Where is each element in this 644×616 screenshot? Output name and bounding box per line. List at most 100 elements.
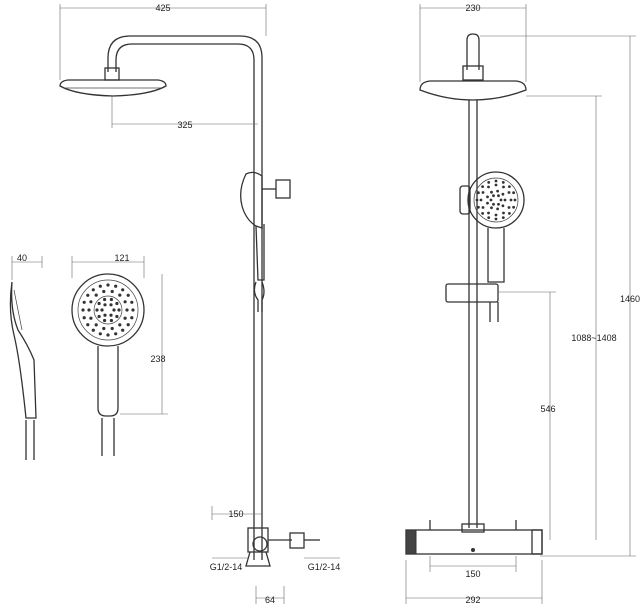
nozzle-dot [86,293,90,297]
dim-front-inlet-spacing: 150 [465,569,480,579]
nozzle-dot [89,300,93,304]
nozzle-dot [110,289,114,294]
nozzle-dot [497,202,500,206]
nozzle-dot [86,323,90,327]
nozzle-dot [91,288,95,292]
front-hand-head-outer [467,171,525,229]
nozzle-dot [486,201,489,205]
nozzle-dot [82,300,86,304]
nozzle-dot [94,293,98,297]
nozzle-dot [114,332,118,336]
nozzle-dot [115,301,119,306]
nozzle-dot [102,326,106,331]
dim-thread-right: G1/2-14 [308,562,341,572]
side-mixer-knob [252,536,268,552]
nozzle-dot [94,323,98,327]
nozzle-dot [109,303,113,307]
front-mixer-outlet [461,523,485,533]
dim-front-head-width: 230 [465,3,480,13]
nozzle-dot [481,212,484,215]
nozzle-dot [492,202,495,206]
hand-profile-body [9,281,37,419]
side-spout [245,551,271,567]
nozzle-dot [110,326,114,331]
front-top-pipe [466,33,480,70]
dim-front-holder-height: 546 [540,404,555,414]
nozzle-dot [502,185,505,189]
nozzle-dot [487,185,490,189]
front-mixer-left-knob [405,529,417,555]
nozzle-dot [123,300,127,304]
nozzle-dot [98,284,102,288]
nozzle-dot [490,206,493,210]
front-view-shower-system [405,33,543,555]
nozzle-dot [121,328,125,332]
side-overhead-arm [107,35,263,560]
nozzle-dot [112,308,116,312]
front-view-dimensions: 230 1460 1088~1408 546 150 292 [405,3,640,605]
front-hand-handle [487,228,505,283]
nozzle-dot [103,297,107,302]
nozzle-dot [499,198,503,202]
front-hand-head-inner [473,177,519,223]
nozzle-dot [496,189,499,193]
nozzle-dot [501,181,505,184]
nozzle-dot [126,293,130,297]
side-holder-knob [275,179,291,199]
nozzle-dot [509,198,513,202]
side-hand-shower-handle [255,224,265,281]
hand-profile-hose [25,420,35,460]
nozzle-dot [126,323,130,327]
nozzle-dot [100,308,104,312]
hand-front-handle [97,346,119,417]
dim-hand-thickness: 40 [17,253,27,263]
nozzle-dot [490,190,493,194]
nozzle-dot [503,198,507,202]
hand-front-head-inner [77,279,139,341]
nozzle-dot [494,217,498,221]
dim-thread-left: G1/2-14 [210,562,243,572]
nozzle-dot [508,212,511,215]
dim-mixer-connection-height: 150 [228,509,243,519]
nozzle-dot [502,211,505,215]
nozzle-dot [494,179,498,183]
side-hand-shower-head [240,171,263,229]
nozzle-dot [82,316,86,320]
nozzle-dot [487,181,491,184]
hand-shower-side-profile: 40 [9,253,43,460]
nozzle-dot [496,207,499,211]
nozzle-dot [497,194,500,198]
nozzle-dot [97,301,101,306]
nozzle-dot [115,314,119,319]
nozzle-dot [513,198,517,202]
nozzle-dot [87,308,91,312]
nozzle-dot [487,211,490,215]
nozzle-dot [501,192,505,196]
nozzle-dot [95,308,99,312]
nozzle-dot [109,297,113,302]
nozzle-dot [81,308,85,312]
dim-side-depth: 64 [265,595,275,605]
dim-front-mixer-width: 292 [465,595,480,605]
nozzle-dot [91,328,95,332]
nozzle-dot [118,293,122,297]
nozzle-dot [130,316,134,320]
hand-shower-front: 121 238 [71,253,168,456]
nozzle-dot [130,300,134,304]
nozzle-dot [512,205,515,209]
nozzle-dot [492,194,495,198]
nozzle-dot [481,206,485,209]
nozzle-dot [507,191,511,194]
nozzle-dot [98,332,102,336]
nozzle-dot [494,213,498,217]
nozzle-dot [486,195,489,199]
nozzle-dot [489,198,493,202]
side-inlet-nut [289,532,305,549]
front-hand-nozzles [475,179,517,221]
nozzle-dot [106,333,110,337]
side-overhead-shower-head [59,79,167,97]
nozzle-dot [103,318,107,323]
hand-front-hose [101,418,115,456]
nozzle-dot [477,205,480,209]
